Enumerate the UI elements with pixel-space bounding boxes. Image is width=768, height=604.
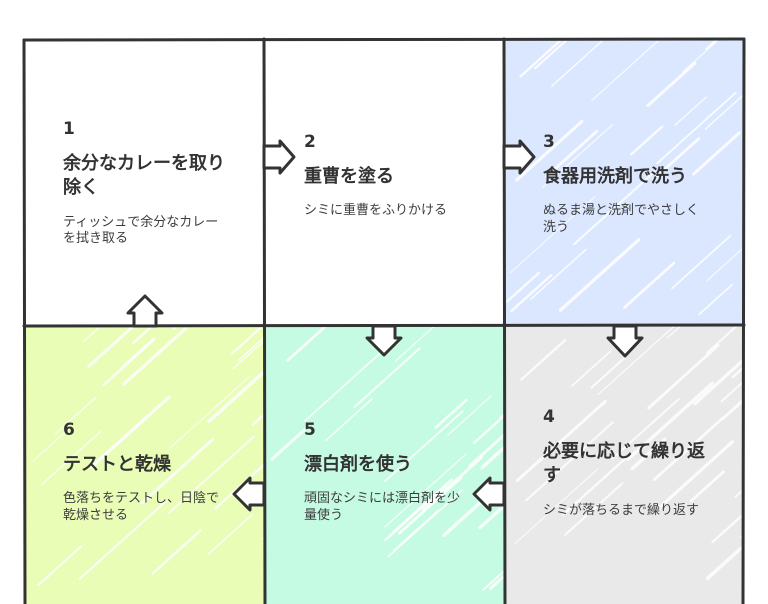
grid-vertical-left xyxy=(262,37,267,604)
step-5-title: 漂白剤を使う xyxy=(304,454,412,475)
step-4-fill xyxy=(504,326,744,604)
step-2: 2 重曹を塗る シミに重曹をふりかける xyxy=(304,134,494,220)
arrow-step1-to-step2 xyxy=(262,139,296,175)
step-6-description: 色落ちをテストし、日陰で乾燥させる xyxy=(63,491,220,524)
step-4-description: シミが落ちるまで繰り返す xyxy=(543,502,700,518)
arrow-step2-to-step5 xyxy=(365,324,403,357)
step-1-title: 余分なカレーを取り除く xyxy=(63,153,225,199)
arrow-step5-to-step6 xyxy=(232,476,266,512)
arrow-step3-to-step4 xyxy=(606,324,644,358)
step-5-description: 頑固なシミには漂白剤を少量使う xyxy=(304,491,461,524)
step-5: 5 漂白剤を使う 頑固なシミには漂白剤を少量使う xyxy=(304,422,494,525)
grid-vertical-right xyxy=(502,37,507,604)
step-4-title: 必要に応じて繰り返す xyxy=(543,441,705,487)
step-6-title: テストと乾燥 xyxy=(63,454,171,475)
step-2-number: 2 xyxy=(304,132,316,152)
step-1-number: 1 xyxy=(63,119,75,139)
arrow-step6-to-step1 xyxy=(126,294,164,328)
step-2-description: シミに重曹をふりかける xyxy=(304,203,448,219)
arrow-step4-to-step5 xyxy=(472,476,506,512)
step-5-fill xyxy=(264,326,504,604)
step-3-number: 3 xyxy=(543,132,555,152)
grid-right-border xyxy=(741,37,746,604)
step-3-description: ぬるま湯と洗剤でやさしく洗う xyxy=(543,203,700,236)
grid-top-border xyxy=(22,37,746,42)
step-2-title: 重曹を塗る xyxy=(304,166,394,187)
grid-left-border xyxy=(22,38,27,604)
step-6-number: 6 xyxy=(63,420,75,440)
step-6-fill xyxy=(24,326,264,604)
step-5-number: 5 xyxy=(304,420,316,440)
step-6: 6 テストと乾燥 色落ちをテストし、日陰で乾燥させる xyxy=(63,422,253,525)
step-4-number: 4 xyxy=(543,407,555,427)
step-3: 3 食器用洗剤で洗う ぬるま湯と洗剤でやさしく洗う xyxy=(543,134,733,237)
step-4: 4 必要に応じて繰り返す シミが落ちるまで繰り返す xyxy=(543,409,733,519)
step-1-description: ティッシュで余分なカレーを拭き取る xyxy=(63,214,219,247)
arrow-step2-to-step3 xyxy=(502,139,536,175)
step-3-title: 食器用洗剤で洗う xyxy=(543,166,687,187)
step-3-fill xyxy=(504,40,744,326)
step-1: 1 余分なカレーを取り除く ティッシュで余分なカレーを拭き取る xyxy=(63,121,253,248)
